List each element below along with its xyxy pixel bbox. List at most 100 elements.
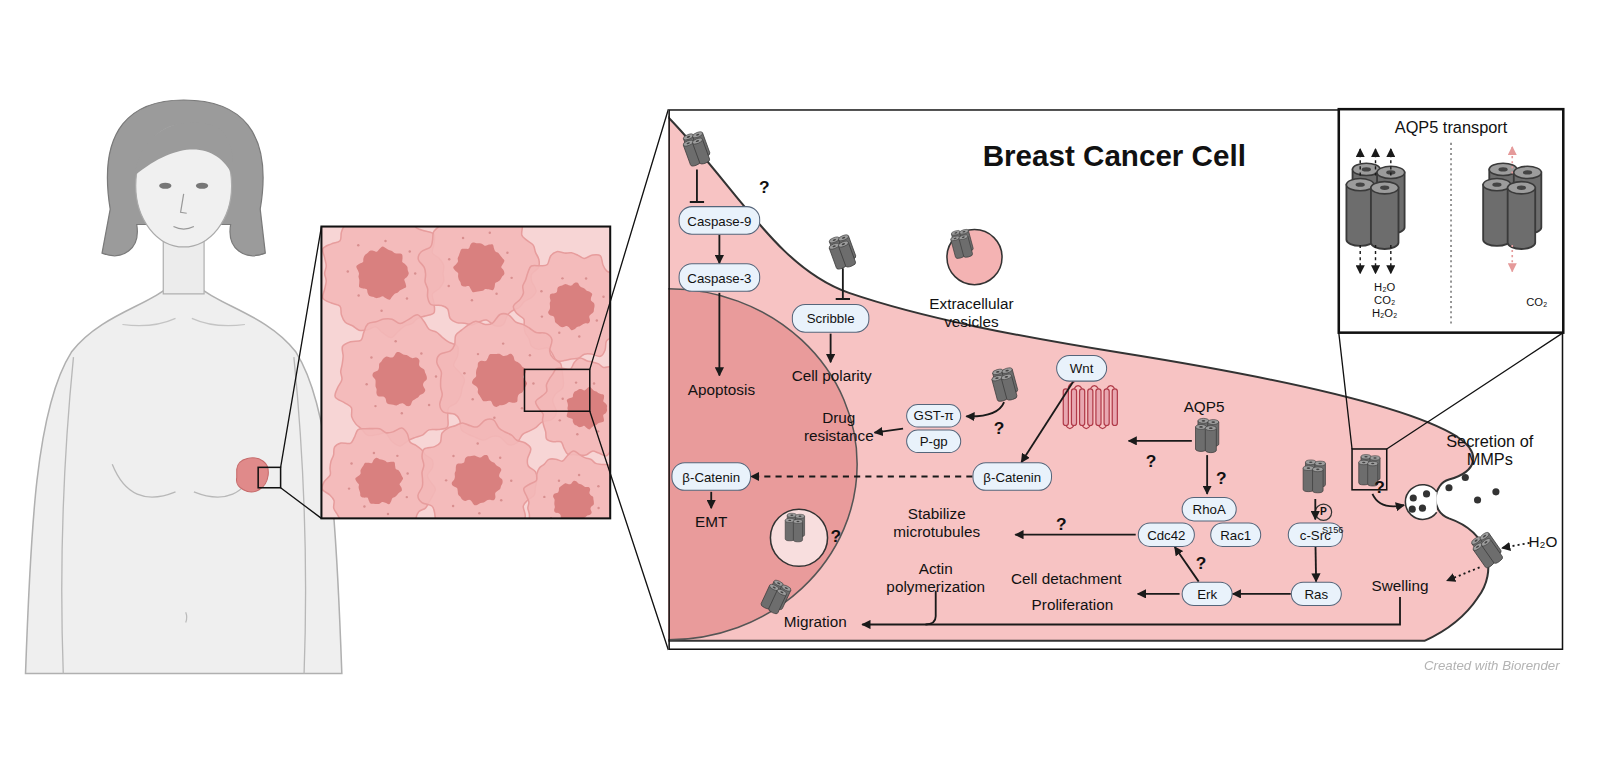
- cell-dot: [495, 293, 497, 295]
- cell-panel: [668, 109, 1563, 650]
- monomer-top: [1371, 182, 1399, 194]
- monomer-top: [692, 137, 704, 145]
- pathway-arrow: [1129, 440, 1192, 442]
- pathway-arrow: [1390, 245, 1391, 274]
- aqp5-channel: [1469, 530, 1506, 570]
- diagram-title: Breast Cancer Cell: [941, 139, 1288, 173]
- monomer-pore: [686, 142, 690, 145]
- panel-frame: [668, 109, 1563, 650]
- aqp5-monomer: [1205, 426, 1216, 453]
- cell-dot: [363, 505, 365, 507]
- monomer-top: [795, 514, 804, 518]
- monomer-pore: [1202, 420, 1206, 422]
- monomer-pore: [1209, 427, 1213, 429]
- monomer-top: [1305, 460, 1316, 465]
- cell-dot: [561, 397, 563, 399]
- monomer-body: [1196, 427, 1207, 451]
- monomer-top: [1359, 460, 1369, 464]
- cell-nucleus: [548, 283, 594, 331]
- inset-frame: [1339, 109, 1563, 332]
- monomer-pore: [1484, 541, 1488, 544]
- monomer-pore: [832, 239, 836, 242]
- aqp5-channel: [1346, 163, 1404, 249]
- frizzled-receptor: [1063, 382, 1117, 429]
- aqp5-channel: [826, 233, 858, 272]
- cell-dot: [409, 250, 411, 252]
- tumor: [237, 458, 269, 492]
- monomer-top: [1313, 467, 1324, 472]
- cell-dot: [510, 480, 512, 482]
- cell-dot: [489, 232, 491, 234]
- question-mark: ?: [1143, 452, 1159, 472]
- node-text: β-Catenin: [983, 469, 1041, 484]
- cell-dot: [596, 319, 598, 321]
- transmembrane-helix: [1096, 389, 1101, 426]
- annotation-label: Drug resistance: [798, 409, 880, 444]
- pathway-arrow: [1138, 593, 1180, 595]
- merge-line: [926, 591, 936, 625]
- cell-dot: [585, 277, 587, 279]
- pathway-connector: [718, 235, 720, 264]
- monomer-top: [1001, 373, 1012, 380]
- monomer-pore: [1356, 183, 1365, 187]
- cell-dot: [558, 331, 560, 333]
- cell-dot: [540, 290, 542, 292]
- aqp5-channel: [1303, 460, 1325, 493]
- receptor-tail: [1068, 382, 1074, 389]
- node-text: Erk: [1197, 586, 1217, 601]
- question-mark: ?: [1193, 554, 1209, 574]
- aqp5-monomer: [1508, 182, 1536, 249]
- tissue-cells: [322, 227, 610, 519]
- aqp5-monomer: [838, 240, 857, 268]
- monomer-pore: [784, 587, 788, 590]
- monomer-top: [1361, 455, 1371, 459]
- monomer-top: [958, 234, 968, 240]
- monomer-pore: [962, 236, 965, 238]
- cell-dot: [448, 258, 450, 260]
- aqp5-channel: [680, 130, 712, 169]
- pathway-arrow: [1206, 455, 1208, 494]
- cell-dot: [373, 452, 375, 454]
- annotation-label: Swelling: [1364, 576, 1435, 594]
- mmp-dot: [1409, 506, 1416, 513]
- cell-dot: [477, 353, 479, 355]
- cell-dot: [396, 455, 398, 457]
- cell-dot: [384, 240, 386, 242]
- cell-dot: [541, 315, 543, 317]
- tissue-cell: [524, 451, 611, 518]
- cell-dot: [357, 294, 359, 296]
- transmembrane-helix: [1104, 389, 1109, 426]
- pathway-arrow: [1359, 149, 1360, 176]
- node-text: P-gp: [920, 434, 948, 449]
- pathway-arrow: [1375, 245, 1376, 274]
- question-mark: ?: [1371, 478, 1387, 498]
- cell-dot: [529, 354, 531, 356]
- cell-dot: [471, 398, 473, 400]
- protein-box: β-Catenin: [671, 462, 751, 491]
- monomer-body: [1346, 185, 1374, 246]
- cell-dot: [561, 277, 563, 279]
- aqp5-channel: [990, 366, 1020, 404]
- monomer-top: [785, 518, 794, 522]
- monomer-body: [1371, 188, 1399, 249]
- monomer-top: [1368, 461, 1378, 465]
- pathway-arrow: [1015, 534, 1135, 536]
- monomer-pore: [841, 243, 845, 246]
- monomer-top: [1514, 166, 1542, 178]
- monomer-pore: [788, 520, 791, 521]
- cell-dot: [499, 457, 501, 459]
- pathway-arrow: [874, 429, 903, 433]
- cell-dot: [370, 356, 372, 358]
- monomer-pore: [1211, 421, 1215, 423]
- aqp5-monomer: [1480, 537, 1503, 564]
- cell-dot: [576, 433, 578, 435]
- cell-dot: [559, 419, 561, 421]
- monomer-top: [1315, 461, 1326, 466]
- monomer-pore: [1523, 170, 1532, 174]
- annotation-label: AQP5: [1179, 397, 1230, 415]
- monomer-top: [838, 234, 850, 242]
- monomer-top: [1489, 163, 1517, 175]
- transmembrane-helix: [1112, 389, 1117, 426]
- aqp5-monomer: [1371, 182, 1399, 249]
- cell-dot: [348, 487, 350, 489]
